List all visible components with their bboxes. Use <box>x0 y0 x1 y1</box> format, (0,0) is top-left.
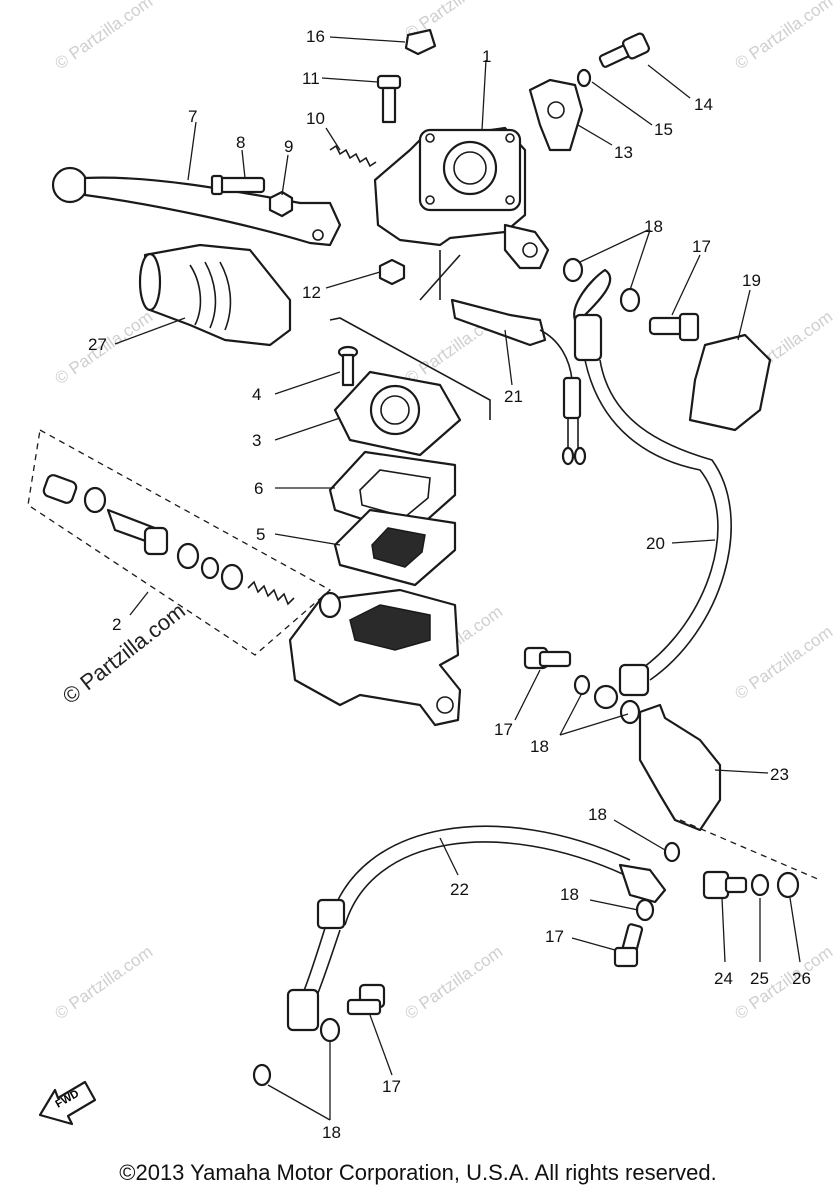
callout-18-top: 18 <box>644 217 663 236</box>
callout-18-bottom: 18 <box>322 1123 341 1142</box>
part-26-washer <box>776 871 800 899</box>
watermark-strong: © Partzilla.com <box>58 598 190 709</box>
callout-5: 5 <box>256 525 265 544</box>
callout-6: 6 <box>254 479 263 498</box>
part-14-bolt <box>598 32 650 68</box>
callout-24: 24 <box>714 969 733 988</box>
part-25-washer <box>750 873 770 897</box>
callout-21: 21 <box>504 387 523 406</box>
part-27-switch-housing <box>138 243 292 347</box>
callouts: 16 11 10 1 7 8 9 12 13 15 14 18 17 19 27… <box>88 27 811 1142</box>
callout-20: 20 <box>646 534 665 553</box>
part-15-washer <box>576 68 592 88</box>
callout-12: 12 <box>302 283 321 302</box>
part-20-brake-hose <box>573 268 732 697</box>
callout-17-top: 17 <box>692 237 711 256</box>
callout-27: 27 <box>88 335 107 354</box>
callout-23: 23 <box>770 765 789 784</box>
assembly-line <box>679 819 821 881</box>
callout-16: 16 <box>306 27 325 46</box>
part-2-piston-kit <box>27 428 332 656</box>
exploded-frame <box>329 317 491 420</box>
part-21-brake-switch <box>450 298 587 466</box>
part-17-bolt <box>648 312 700 342</box>
callout-1: 1 <box>482 47 491 66</box>
watermark: © Partzilla.com <box>731 622 836 703</box>
part-3-reservoir-cover <box>333 370 462 457</box>
callout-14: 14 <box>694 95 713 114</box>
watermark: © Partzilla.com <box>51 942 156 1023</box>
callout-26: 26 <box>792 969 811 988</box>
callout-15: 15 <box>654 120 673 139</box>
part-9-nut <box>268 190 294 218</box>
part-10-spring <box>329 144 377 168</box>
callout-17-bottom: 17 <box>382 1077 401 1096</box>
leader-lines <box>114 36 801 1121</box>
part-8-bolt <box>210 174 266 196</box>
callout-10: 10 <box>306 109 325 128</box>
callout-17-mid: 17 <box>494 720 513 739</box>
part-1-master-cylinder <box>373 126 550 270</box>
watermark: © Partzilla.com <box>731 942 836 1023</box>
callout-18-mid: 18 <box>530 737 549 756</box>
callout-7: 7 <box>188 107 197 126</box>
callout-2: 2 <box>112 615 121 634</box>
part-12-nut <box>378 258 406 286</box>
callout-17-right: 17 <box>545 927 564 946</box>
part-5-diaphragm <box>333 508 457 587</box>
callout-18-right-upper: 18 <box>588 805 607 824</box>
master-cylinder-body <box>288 588 462 727</box>
part-22-brake-hose <box>286 825 667 1032</box>
part-16-cap <box>404 28 437 56</box>
part-24-bolt <box>702 870 748 900</box>
part-17-bolt <box>523 646 572 670</box>
part-6-plate <box>328 450 457 537</box>
callout-22: 22 <box>450 880 469 899</box>
part-7-brake-lever <box>51 166 342 247</box>
callout-8: 8 <box>236 133 245 152</box>
part-17-bolt <box>613 923 644 968</box>
callout-3: 3 <box>252 431 261 450</box>
callout-4: 4 <box>252 385 261 404</box>
callout-9: 9 <box>284 137 293 156</box>
part-17-bolt <box>346 983 386 1016</box>
part-18-washer <box>573 674 641 725</box>
callout-25: 25 <box>750 969 769 988</box>
watermark: © Partzilla.com <box>401 942 506 1023</box>
part-4-screw <box>337 345 359 387</box>
watermark: © Partzilla.com <box>51 0 156 73</box>
part-13-holder <box>528 78 584 152</box>
callout-13: 13 <box>614 143 633 162</box>
part-19-boot <box>688 333 772 432</box>
part-11-pivot-bolt <box>376 74 402 124</box>
fwd-arrow-icon: FWD <box>38 1080 97 1126</box>
copyright-notice: ©2013 Yamaha Motor Corporation, U.S.A. A… <box>119 1160 717 1185</box>
callout-19: 19 <box>742 271 761 290</box>
callout-11: 11 <box>302 69 320 88</box>
callout-18-right-lower: 18 <box>560 885 579 904</box>
watermark: © Partzilla.com <box>731 0 836 73</box>
part-23-hose-joint <box>638 703 722 832</box>
